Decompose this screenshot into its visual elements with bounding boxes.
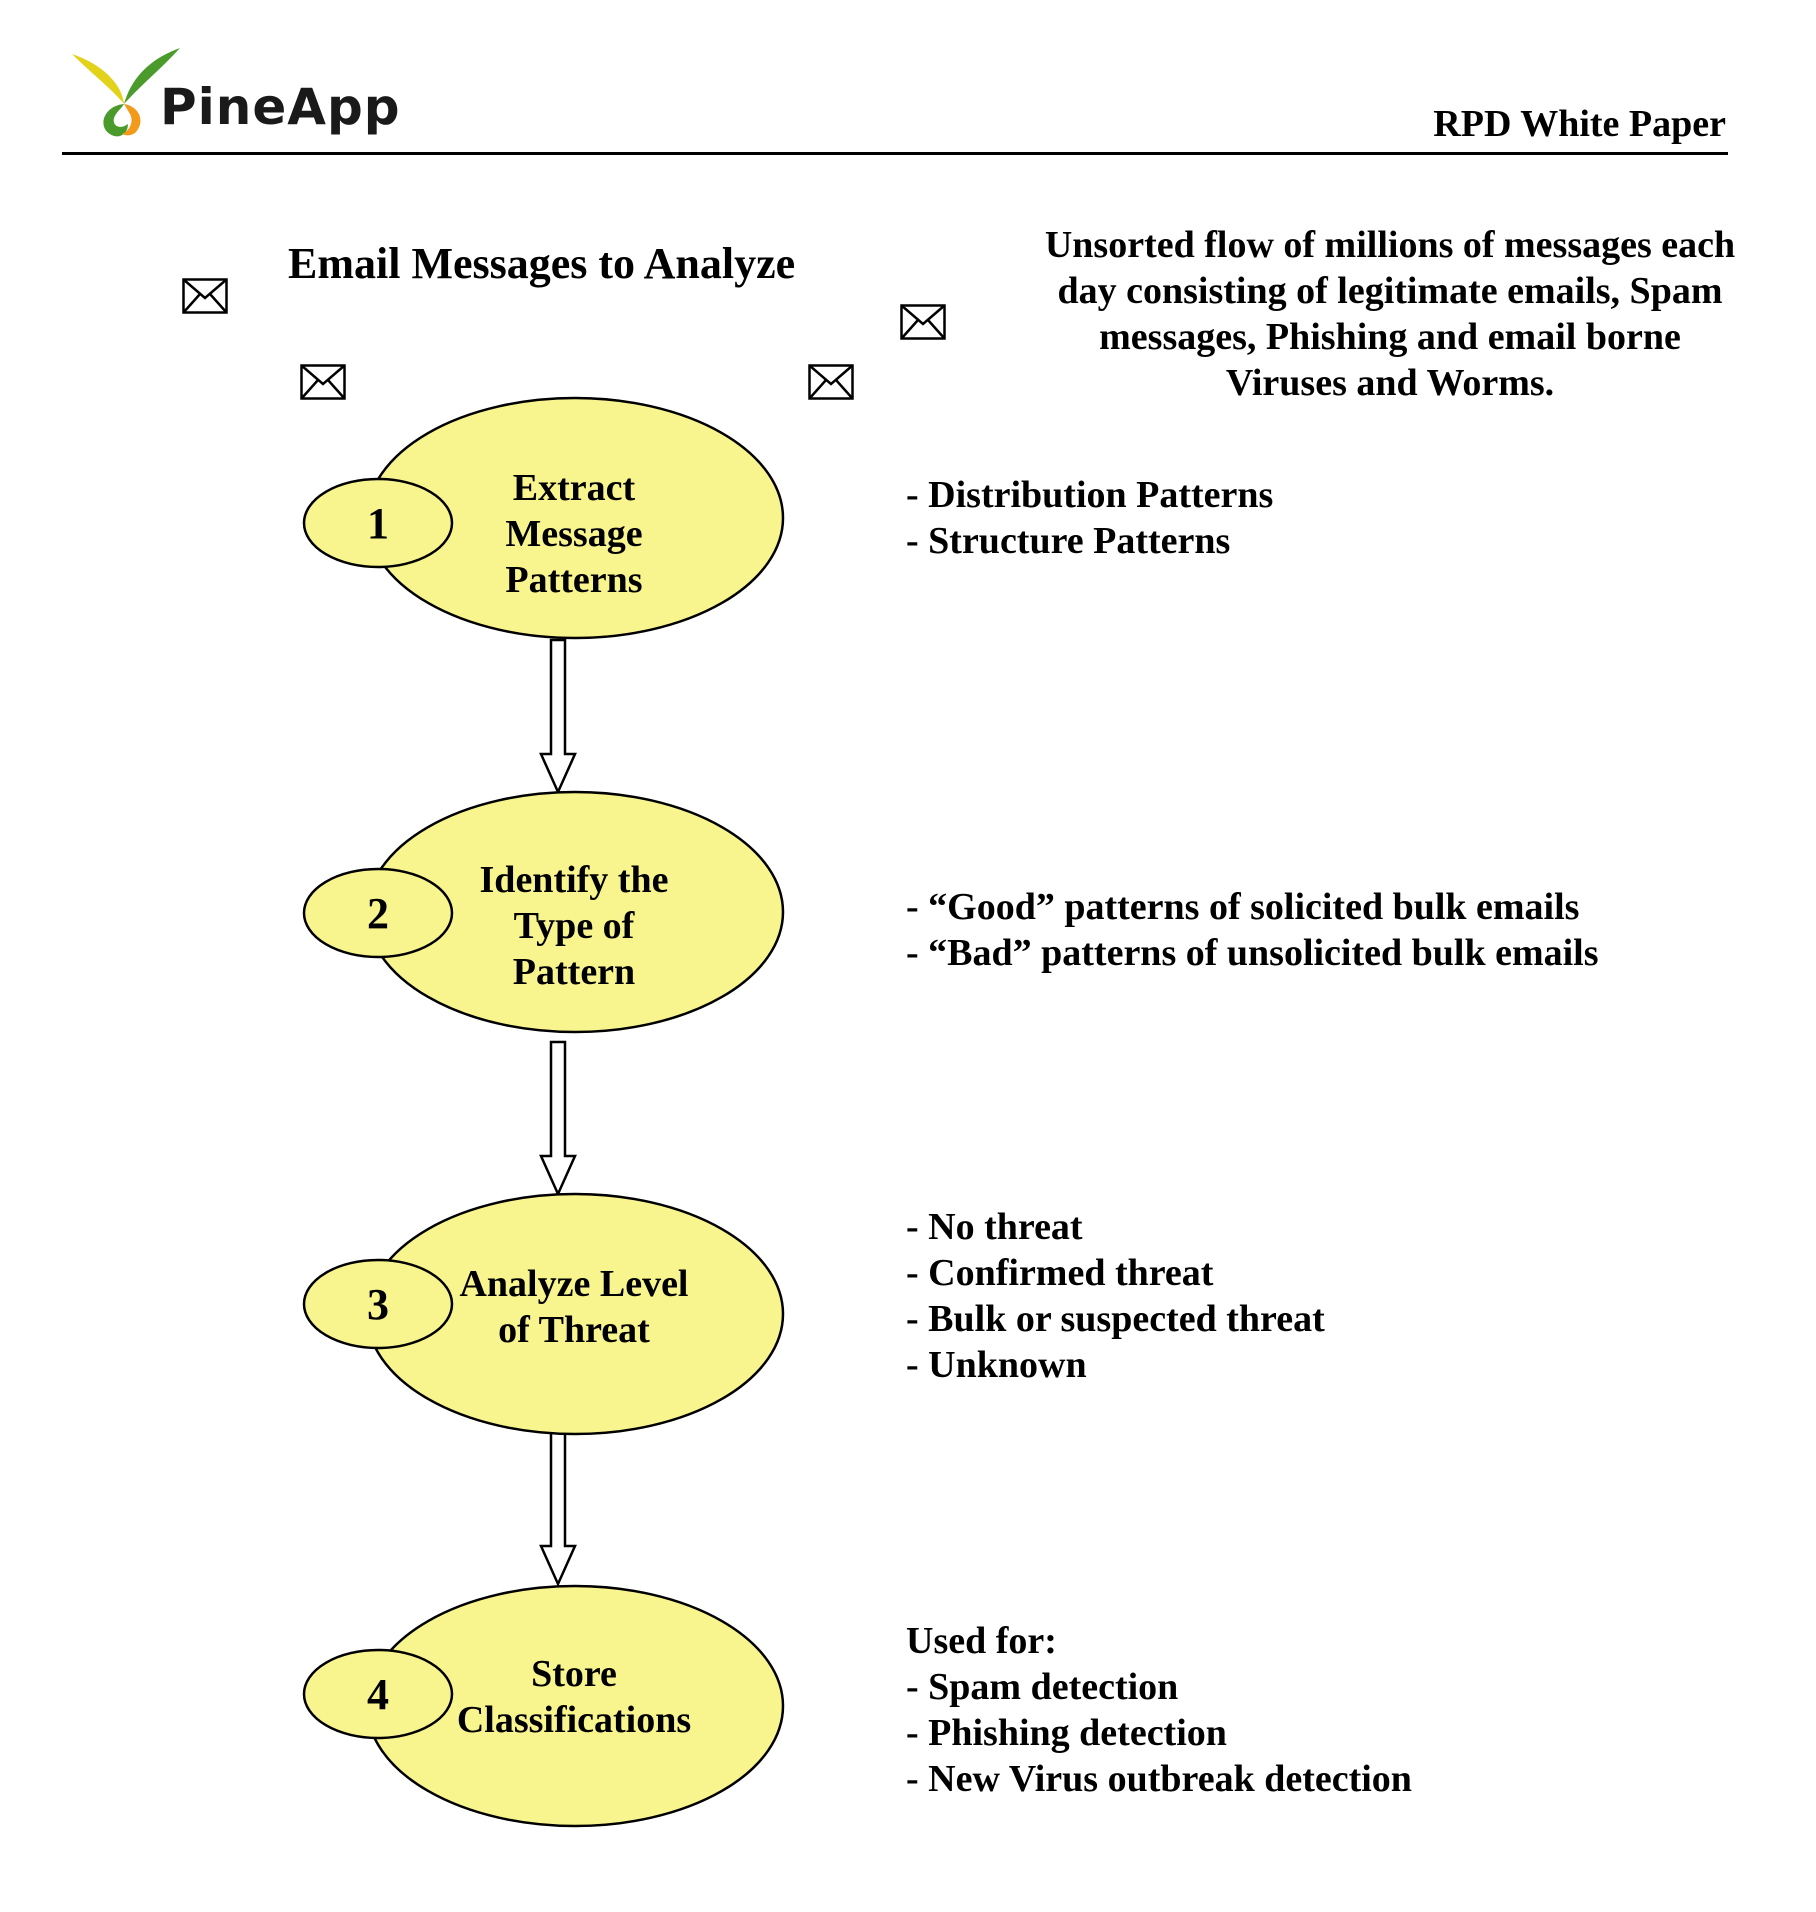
step-3: 3 Analyze Level of Threat: [302, 1192, 785, 1436]
step-4: 4 Store Classifications: [302, 1584, 785, 1828]
step-number-badge: [302, 1648, 454, 1740]
envelope-icon: [300, 364, 346, 400]
envelope-icon: [808, 364, 854, 400]
flow-arrow: [539, 1430, 577, 1588]
note-line: - “Good” patterns of solicited bulk emai…: [906, 886, 1580, 928]
step-2-notes: - “Good” patterns of solicited bulk emai…: [906, 884, 1599, 976]
step-label-line: Patterns: [505, 559, 642, 601]
step-label-line: Identify the: [480, 859, 669, 901]
step-number-badge: [302, 477, 454, 569]
step-1-notes: - Distribution Patterns - Structure Patt…: [906, 472, 1273, 564]
note-line: - Phishing detection: [906, 1712, 1227, 1754]
step-label-line: Type of: [514, 905, 636, 947]
step-label-line: of Threat: [498, 1309, 650, 1351]
step-number: 1: [367, 499, 389, 548]
logo-wordmark: PineApp: [160, 78, 401, 136]
note-line: - New Virus outbreak detection: [906, 1758, 1412, 1800]
envelope-icon: [182, 278, 228, 314]
step-label-line: Store: [531, 1653, 617, 1695]
step-number: 4: [367, 1670, 389, 1719]
document-title: RPD White Paper: [1433, 103, 1726, 145]
note-line: - Bulk or suspected threat: [906, 1298, 1325, 1340]
note-line: - Structure Patterns: [906, 520, 1231, 562]
step-number-badge: [302, 1258, 454, 1350]
note-line: - Spam detection: [906, 1666, 1179, 1708]
header-divider: [62, 152, 1728, 155]
note-line: - Confirmed threat: [906, 1252, 1214, 1294]
step-number-badge: [302, 867, 454, 959]
step-number: 2: [367, 889, 389, 938]
intro-description: Unsorted flow of millions of messages ea…: [1044, 224, 1736, 404]
step-label-line: Message: [505, 513, 642, 555]
note-line: - Unknown: [906, 1344, 1087, 1386]
intro-heading: Email Messages to Analyze: [288, 239, 796, 288]
pineapp-logo: [72, 48, 180, 137]
step-label-line: Analyze Level: [459, 1263, 688, 1305]
note-line: - Distribution Patterns: [906, 474, 1274, 516]
note-line: Used for:: [906, 1620, 1057, 1662]
note-line: - “Bad” patterns of unsolicited bulk ema…: [906, 932, 1599, 974]
step-2: 2 Identify the Type of Pattern: [302, 790, 785, 1034]
step-1: 1 Extract Message Patterns: [302, 396, 785, 640]
flow-arrow: [539, 638, 577, 796]
step-label-line: Extract: [513, 467, 636, 509]
step-4-notes: Used for: - Spam detection - Phishing de…: [906, 1618, 1412, 1802]
step-label-line: Classifications: [457, 1699, 691, 1741]
flow-arrow: [539, 1040, 577, 1198]
step-3-notes: - No threat - Confirmed threat - Bulk or…: [906, 1204, 1325, 1388]
step-number: 3: [367, 1280, 389, 1329]
envelope-icon: [900, 304, 946, 340]
note-line: - No threat: [906, 1206, 1083, 1248]
step-label-line: Pattern: [513, 951, 635, 993]
